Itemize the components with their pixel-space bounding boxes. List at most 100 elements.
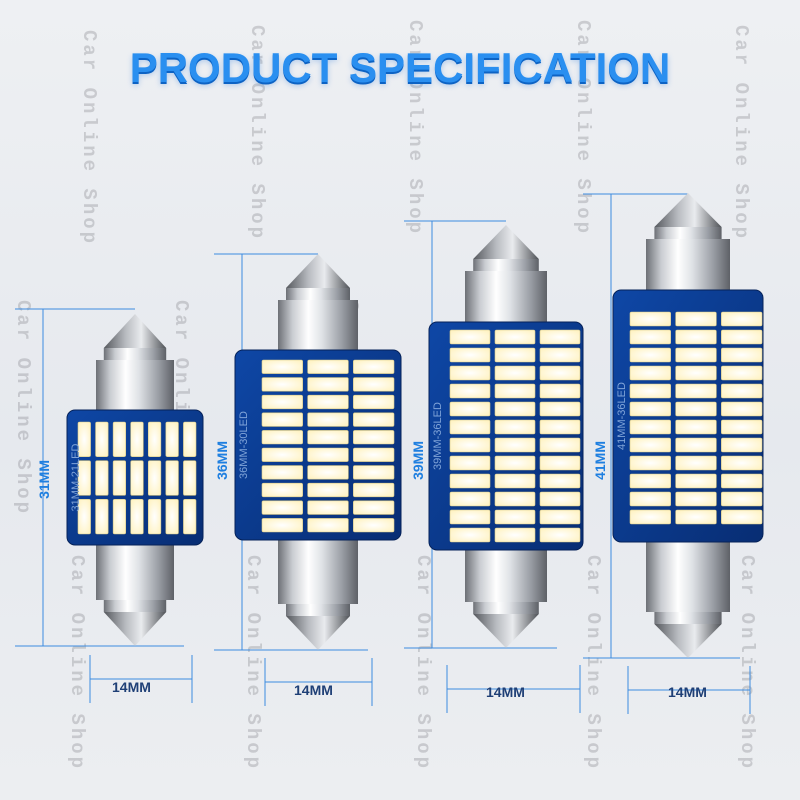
page-title: PRODUCT SPECIFICATION: [129, 44, 671, 91]
led-chip: [449, 527, 491, 543]
led-chip: [539, 455, 581, 471]
led-chip: [307, 518, 349, 533]
led-chip: [183, 460, 197, 496]
led-chip: [629, 401, 671, 417]
led-chip: [721, 419, 763, 435]
led-chip: [539, 401, 581, 417]
led-chip: [675, 347, 717, 363]
top-cap-tip-36: [286, 254, 350, 288]
width-label-41: 14MM: [668, 684, 707, 700]
led-chip: [539, 491, 581, 507]
watermark-text: Car Online Shop: [582, 555, 604, 772]
led-chip: [353, 394, 395, 410]
led-chip: [353, 359, 395, 374]
led-chip: [95, 499, 109, 535]
led-chip: [353, 518, 395, 533]
led-chip: [539, 329, 581, 345]
led-chip: [494, 473, 536, 489]
bottom-cap-body-31: [96, 539, 174, 600]
led-chip: [721, 311, 763, 327]
led-chip: [353, 377, 395, 392]
led-chip: [629, 419, 671, 435]
led-chip: [629, 473, 671, 489]
led-chip: [539, 527, 581, 543]
led-chip: [721, 347, 763, 363]
led-chip: [261, 482, 303, 498]
led-chip: [629, 329, 671, 345]
led-chip: [675, 437, 717, 453]
led-chip: [494, 419, 536, 435]
led-chip: [494, 437, 536, 453]
led-chip: [539, 419, 581, 435]
led-chip: [539, 437, 581, 453]
watermark-text: Car Online Shop: [12, 300, 34, 517]
top-cap-body-39: [465, 271, 547, 328]
led-chip: [629, 365, 671, 381]
led-chip: [449, 347, 491, 363]
pcb-label-36: 36MM-30LED: [238, 411, 250, 479]
led-chip: [147, 499, 162, 535]
top-cap-ring-39: [473, 259, 539, 271]
top-cap-ring-41: [654, 227, 722, 239]
width-label-36: 14MM: [294, 682, 333, 698]
length-label-31: 31MM: [36, 460, 52, 499]
led-chip: [112, 460, 127, 496]
led-chip: [130, 421, 144, 457]
led-chip: [147, 421, 162, 457]
led-chip: [183, 421, 197, 457]
led-chip: [95, 460, 109, 496]
bottom-cap-tip-36: [286, 616, 350, 650]
led-chip: [721, 455, 763, 471]
led-chip: [77, 460, 91, 496]
led-chip: [629, 383, 671, 399]
top-cap-ring-31: [103, 348, 167, 360]
led-chip: [449, 437, 491, 453]
led-chip: [539, 383, 581, 399]
led-chip: [629, 347, 671, 363]
top-cap-body-41: [646, 239, 730, 296]
bottom-cap-ring-36: [286, 604, 350, 616]
led-chip: [539, 347, 581, 363]
led-chip: [261, 518, 303, 533]
top-cap-tip-31: [103, 314, 167, 348]
led-chip: [675, 365, 717, 381]
led-chip: [494, 455, 536, 471]
led-chip: [353, 430, 395, 445]
led-chip: [112, 421, 127, 457]
led-chip: [307, 465, 349, 480]
led-chip: [721, 437, 763, 453]
watermark-text: Car Online Shop: [242, 555, 264, 772]
led-chip: [494, 401, 536, 417]
led-chip: [353, 500, 395, 515]
led-chip: [165, 499, 179, 535]
length-label-41: 41MM: [592, 441, 608, 480]
led-chip: [675, 401, 717, 417]
led-chip: [261, 500, 303, 515]
led-chip: [675, 383, 717, 399]
width-label-39: 14MM: [486, 684, 525, 700]
led-chip: [494, 329, 536, 345]
led-chip: [261, 359, 303, 374]
watermark-text: Car Online Shop: [736, 555, 758, 772]
top-cap-body-36: [278, 300, 358, 356]
led-chip: [95, 421, 109, 457]
led-chip: [629, 509, 671, 525]
bottom-cap-body-41: [646, 536, 730, 612]
led-chip: [353, 412, 395, 427]
led-chip: [721, 401, 763, 417]
watermark-text: Car Online Shop: [730, 25, 752, 242]
length-label-36: 36MM: [214, 441, 230, 480]
bottom-cap-tip-39: [473, 614, 539, 648]
led-chip: [165, 421, 179, 457]
led-chip: [449, 329, 491, 345]
watermark-text: Car Online Shop: [78, 30, 100, 247]
led-chip: [539, 473, 581, 489]
width-label-31: 14MM: [112, 679, 151, 695]
pcb-label-39: 39MM-36LED: [432, 402, 444, 470]
pcb-label-31: 31MM-21LED: [70, 444, 82, 512]
led-chip: [261, 447, 303, 462]
led-chip: [307, 430, 349, 445]
led-chip: [494, 527, 536, 543]
bottom-cap-body-36: [278, 534, 358, 604]
